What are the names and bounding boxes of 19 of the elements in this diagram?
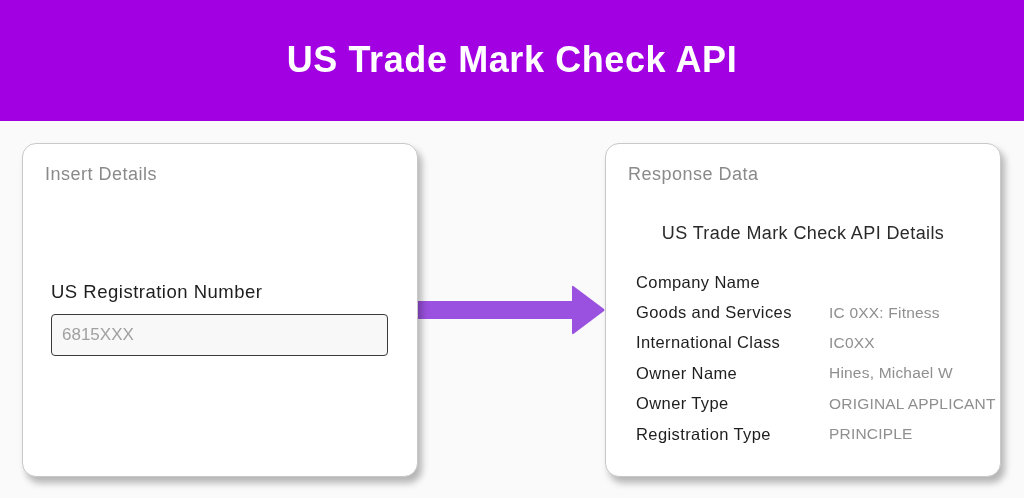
page-title: US Trade Mark Check API [286,38,738,82]
field-value: IC 0XX: Fitness [829,303,941,322]
field-name: International Class [636,333,782,353]
field-value: PRINCIPLE [829,425,914,444]
table-title: US Trade Mark Check API Details [660,223,946,244]
field-value: Hines, Michael W [829,364,954,383]
card-heading: Insert Details [45,164,158,185]
field-label: US Registration Number [51,281,263,303]
field-value: ORIGINAL APPLICANT [829,394,997,413]
field-name: Goods and Services [636,303,793,323]
input-field: 6815XXX [51,314,388,356]
field-value: IC0XX [829,333,876,352]
field-name: Company Name [636,272,761,292]
card-heading: Response Data [628,164,759,185]
response-card [605,143,1001,477]
input-card [22,143,418,477]
field-name: Owner Type [636,394,730,414]
field-name: Owner Name [636,363,739,383]
field-name: Registration Type [636,424,772,444]
